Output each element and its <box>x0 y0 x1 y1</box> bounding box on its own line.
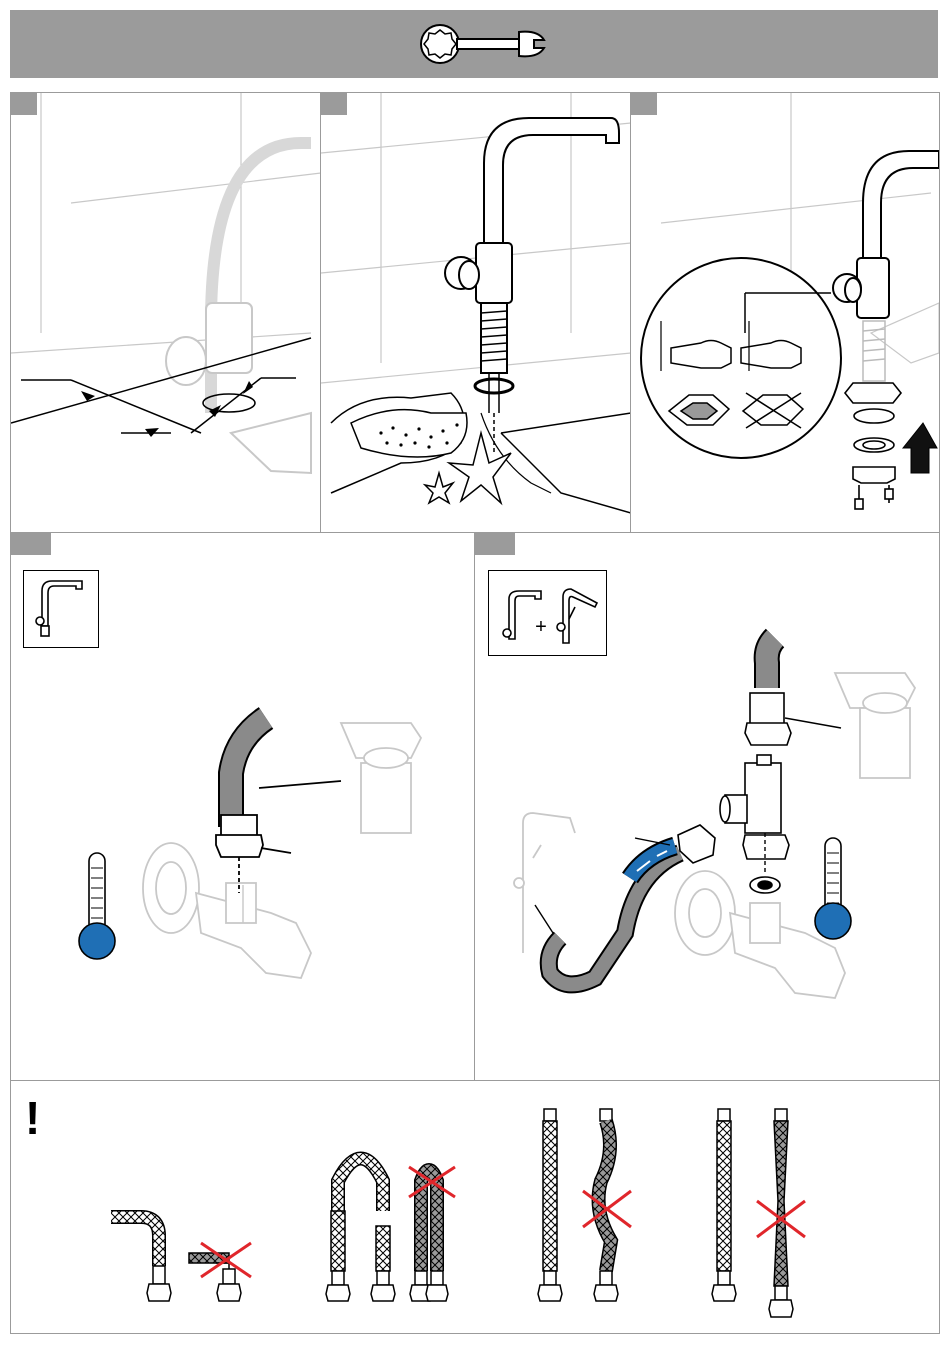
header-bar <box>10 10 938 78</box>
hose-straight-vs-twisted <box>538 1109 631 1301</box>
step-2-panel <box>320 92 632 534</box>
step-number-tab <box>321 93 347 115</box>
hose-bend-ok-vs-kinked <box>111 1217 251 1301</box>
hose-loop-ok-vs-tight-loop <box>326 1159 455 1302</box>
step-number-tab <box>631 93 657 115</box>
step-3-panel <box>630 92 940 534</box>
connect-tee-fitting-illustration <box>475 533 939 1081</box>
step-1-panel <box>10 92 322 534</box>
faucet-mounting-dimensions-illustration <box>11 93 321 533</box>
hose-straight-vs-stretched <box>712 1109 805 1317</box>
wrench-icon <box>10 10 938 78</box>
warning-exclamation: ! <box>25 1095 40 1141</box>
cold-thermometer-icon <box>815 838 851 939</box>
connect-hose-angle-valve-illustration <box>11 533 475 1081</box>
install-faucet-washer-nut-illustration <box>631 93 939 533</box>
step-5-panel: + <box>474 532 940 1082</box>
cold-thermometer-icon <box>79 853 115 959</box>
hose-handling-warning-panel: ! <box>10 1080 940 1334</box>
step-4-panel <box>10 532 476 1082</box>
clean-mounting-surface-illustration <box>321 93 631 533</box>
step-number-tab <box>11 93 37 115</box>
hose-handling-illustrations <box>11 1081 939 1333</box>
